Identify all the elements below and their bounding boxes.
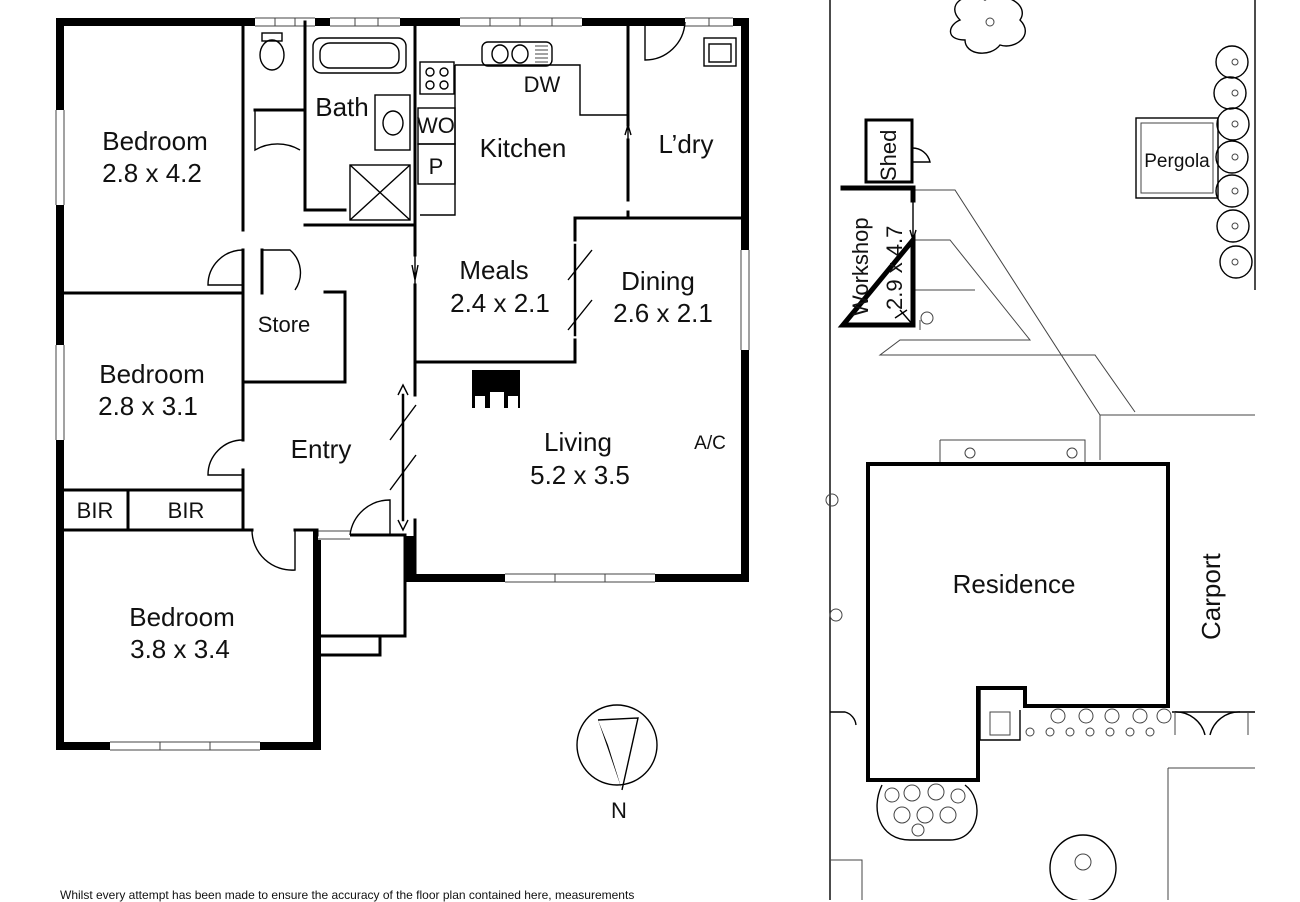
paths-and-fences (830, 189, 1255, 736)
residence-label: Residence (953, 569, 1076, 599)
wc-name: WO (417, 113, 455, 138)
dining-name: Dining (621, 266, 695, 296)
store-name: Store (258, 312, 311, 337)
bath-name: Bath (315, 92, 369, 122)
garden-shrubs (825, 0, 1253, 900)
bir2-name: BIR (168, 498, 205, 523)
residence-outline (866, 462, 1170, 782)
workshop-name: Workshop (848, 217, 873, 316)
interior-walls (58, 20, 747, 580)
dining-size: 2.6 x 2.1 (613, 298, 713, 328)
dishwasher-name: DW (524, 72, 561, 97)
bedroom3-size: 3.8 x 3.4 (130, 634, 230, 664)
shed-label: Shed (876, 130, 901, 181)
workshop-size: 2.9 x 4.7 (882, 226, 907, 310)
shed-outline (864, 118, 931, 184)
bifold-doors (389, 243, 593, 532)
windows (55, 17, 750, 751)
bedroom1-name: Bedroom (102, 126, 208, 156)
disclaimer-text: Whilst every attempt has been made to en… (60, 888, 635, 902)
kitchen-name: Kitchen (480, 133, 567, 163)
bedroom1-size: 2.8 x 4.2 (102, 158, 202, 188)
bir1-name: BIR (77, 498, 114, 523)
entry-name: Entry (291, 434, 352, 464)
aircon-label: A/C (694, 433, 726, 454)
fixtures (259, 32, 737, 408)
pergola-label: Pergola (1144, 151, 1210, 172)
site-boundary (829, 0, 1256, 900)
meals-name: Meals (459, 255, 528, 285)
living-name: Living (544, 427, 612, 457)
bedroom2-size: 2.8 x 3.1 (98, 391, 198, 421)
compass-north-label: N (611, 798, 627, 823)
room-labels: Bedroom 2.8 x 4.2 Bedroom 2.8 x 3.1 Bedr… (77, 72, 726, 664)
living-size: 5.2 x 3.5 (530, 460, 630, 490)
carport-label: Carport (1196, 553, 1226, 640)
bedroom3-name: Bedroom (129, 602, 235, 632)
compass: N (576, 704, 658, 823)
pergola-outline (1135, 117, 1219, 199)
meals-size: 2.4 x 2.1 (450, 288, 550, 318)
workshop-outline (837, 185, 917, 328)
laundry-name: L’dry (659, 129, 714, 159)
bedroom2-name: Bedroom (99, 359, 205, 389)
pantry-name: P (429, 154, 444, 179)
doors (207, 21, 686, 571)
